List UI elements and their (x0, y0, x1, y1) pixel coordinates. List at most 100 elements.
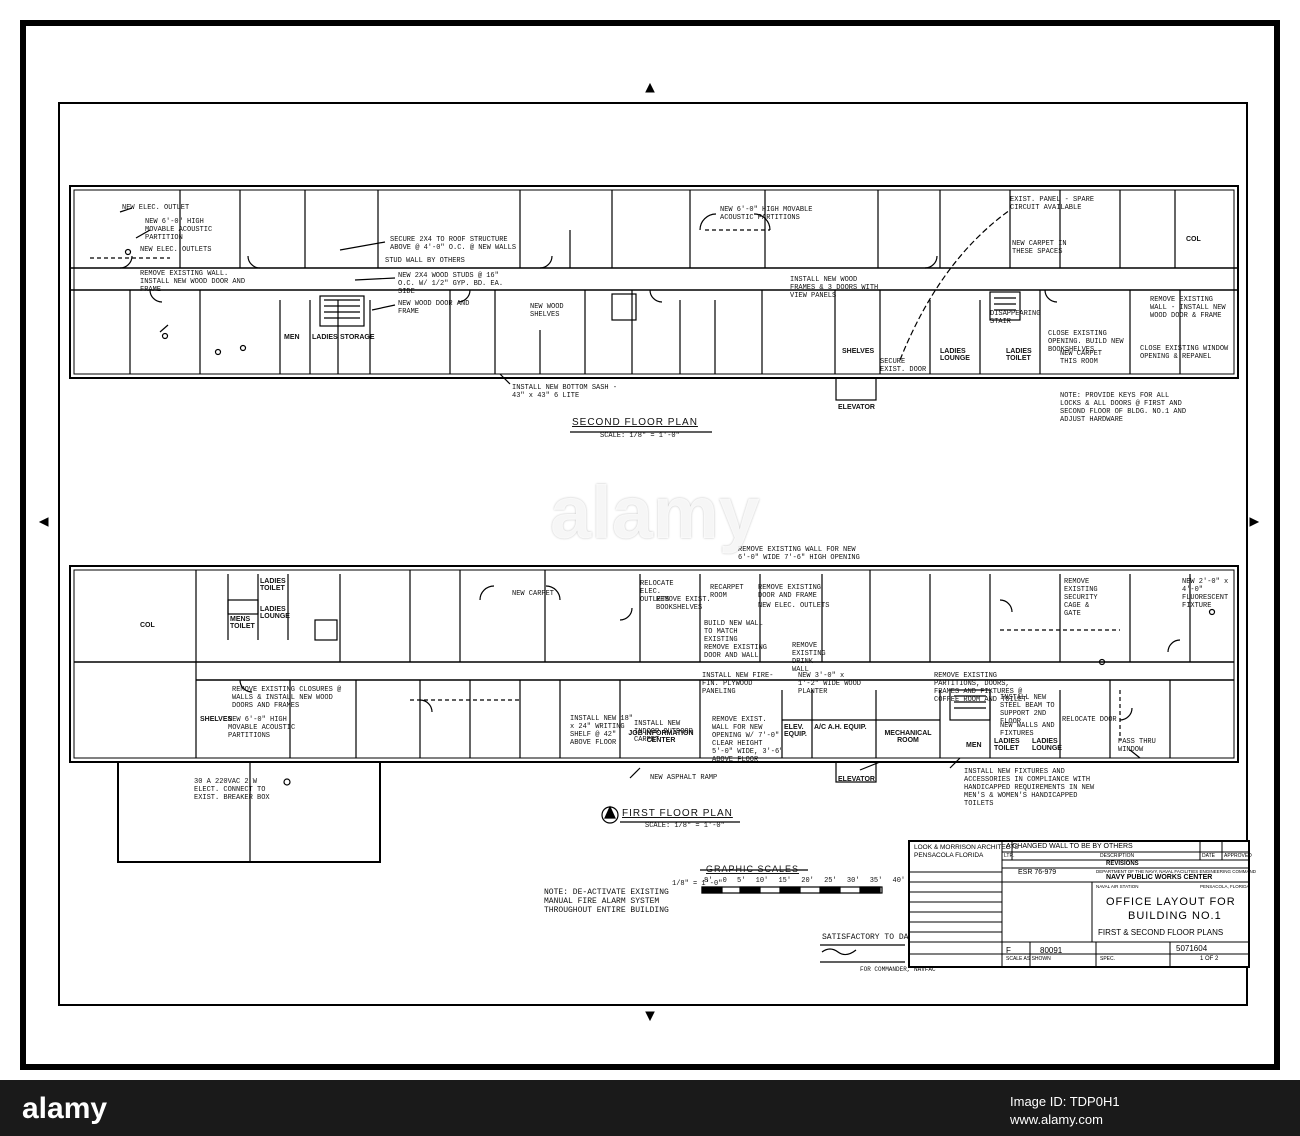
location-label: PENSACOLA, FLORIDA (1200, 884, 1250, 889)
ff-room-ac-equip: A/C A.H. EQUIP. (814, 724, 867, 731)
site-url[interactable]: www.alamy.com (1010, 1112, 1103, 1127)
spec-label: SPEC. (1100, 956, 1116, 962)
sheet-label: 1 OF 2 (1200, 956, 1219, 962)
ff-note-fluorescent: NEW 2'-0" x 4'-0" FLUORESCENT FIXTURE (1182, 578, 1229, 610)
scale-tick: 25' (824, 877, 837, 885)
for-commander-label: FOR COMMANDER, NAVFAC (860, 966, 936, 973)
ff-note-partitions: REMOVE EXISTING PARTITIONS, DOORS, FRAME… (934, 672, 1027, 704)
graphic-scales-title: GRAPHIC SCALES (706, 864, 800, 874)
station-label: NAVAL AIR STATION (1096, 884, 1139, 889)
drawing-title-3: FIRST & SECOND FLOOR PLANS (1098, 928, 1224, 937)
scale-tick: 5' (737, 877, 746, 885)
code-ident: 80091 (1040, 946, 1063, 955)
sf-note-stud-wall: STUD WALL BY OTHERS (385, 257, 465, 265)
ff-note-writing-shelf: INSTALL NEW 18" x 24" WRITING SHELF @ 42… (570, 715, 634, 747)
esr-label: ESR 76-979 (1018, 869, 1057, 876)
graphic-scale-ticks: 8' 0 5' 10' 15' 20' 25' 30' 35' 40' (704, 877, 905, 885)
description-label: DESCRIPTION (1100, 853, 1135, 859)
ff-room-col: COL (140, 622, 155, 629)
sf-note-shelves: NEW WOOD SHELVES (530, 303, 564, 319)
scale-tick: 40' (892, 877, 906, 885)
graphic-scale-ratio: 1/8" = 1'-0" (672, 880, 723, 888)
sf-room-men: MEN (284, 334, 300, 341)
agency-label: NAVY PUBLIC WORKS CENTER (1106, 874, 1213, 881)
title-block-grid (910, 842, 1248, 966)
sf-room-shelves: SHELVES (842, 348, 875, 355)
ff-note-drink-wall: REMOVE EXISTING DRINK WALL (792, 642, 826, 674)
sf-note-stair: DISAPPEARING STAIR (990, 310, 1041, 326)
ff-note-outlets: NEW ELEC. OUTLETS (758, 602, 830, 610)
ff-room-elevator: ELEVATOR (838, 776, 875, 783)
sf-room-ladies-lounge: LADIES LOUNGE (940, 348, 970, 362)
sf-note-bottom-sash: INSTALL NEW BOTTOM SASH - 43" x 43" 6 LI… (512, 384, 618, 400)
first-floor-title: FIRST FLOOR PLAN (622, 808, 733, 819)
ff-note-steel-beam: INSTALL NEW STEEL BEAM TO SUPPORT 2ND FL… (1000, 694, 1055, 726)
title-block: A CHANGED WALL TO BE BY OTHERS LTR. DESC… (908, 840, 1256, 968)
ff-note-indoor-carpet: INSTALL NEW INDOOR OUTDOOR CARPET (634, 720, 693, 744)
sf-note-acoustic: NEW 6'-0" HIGH MOVABLE ACOUSTIC PARTITIO… (145, 218, 213, 242)
revision-row: A CHANGED WALL TO BE BY OTHERS (1006, 843, 1133, 850)
size-label: F (1006, 946, 1011, 955)
architect-city: PENSACOLA FLORIDA (914, 852, 984, 859)
sf-note-secure: SECURE 2X4 TO ROOF STRUCTURE ABOVE @ 4'-… (390, 236, 517, 252)
ff-note-recarpet: RECARPET ROOM (710, 584, 744, 600)
bottom-bar (0, 1080, 1300, 1136)
ff-note-relocate-door: RELOCATE DOOR (1062, 716, 1117, 724)
ff-room-ladies-toilet-2: LADIES TOILET (994, 738, 1020, 752)
ff-note-security-cage: REMOVE EXISTING SECURITY CAGE & GATE (1064, 578, 1098, 618)
alamy-watermark: alamy (550, 471, 760, 554)
first-floor-scale: SCALE: 1/8" = 1'-0" (645, 822, 725, 830)
sf-note-studs: NEW 2X4 WOOD STUDS @ 16" O.C. W/ 1/2" GY… (398, 272, 504, 296)
ff-note-relocate: RELOCATE ELEC. OUTLETS (640, 580, 674, 604)
ff-room-elev-equip: ELEV. EQUIP. (784, 724, 807, 738)
revisions-label: REVISIONS (1106, 861, 1139, 867)
ff-room-mechanical: MECHANICAL ROOM (884, 730, 932, 744)
sf-note-remove-wall: REMOVE EXISTING WALL. INSTALL NEW WOOD D… (140, 270, 246, 294)
sf-note-elec-outlet: NEW ELEC. OUTLET (122, 204, 190, 212)
alamy-logo[interactable]: alamy (22, 1092, 108, 1125)
navfac-drawing-no: 5071604 (1176, 944, 1208, 953)
scale-tick: 0 (722, 877, 727, 885)
drawing-title-2: BUILDING NO.1 (1128, 910, 1222, 922)
scale-tick: 35' (869, 877, 883, 885)
scale-tick: 10' (755, 877, 769, 885)
drawing-title-1: OFFICE LAYOUT FOR (1106, 896, 1236, 908)
sf-room-col: COL (1186, 236, 1201, 243)
satisfactory-label: SATISFACTORY TO DATE (822, 933, 919, 942)
scale-tick: 30' (846, 877, 860, 885)
sf-room-elevator: ELEVATOR (838, 404, 875, 411)
general-note: NOTE: DE-ACTIVATE EXISTING MANUAL FIRE A… (544, 888, 669, 915)
ff-note-breaker: 30 A 220VAC 2 W ELECT. CONNECT TO EXIST.… (194, 778, 270, 802)
scale-tick: 15' (778, 877, 792, 885)
sf-note-outlets: NEW ELEC. OUTLETS (140, 246, 212, 254)
dept-label: DEPARTMENT OF THE NAVY, NAVAL FACILITIES… (1096, 869, 1256, 874)
ff-note-asphalt-ramp: NEW ASPHALT RAMP (650, 774, 718, 782)
date-label: DATE (1202, 853, 1215, 859)
ff-room-mens-toilet: MENS TOILET (230, 616, 255, 630)
inner-border (58, 102, 1248, 1006)
scale-label: SCALE AS SHOWN (1006, 956, 1051, 962)
second-floor-title: SECOND FLOOR PLAN (572, 417, 698, 428)
sf-room-ladies-toilet: LADIES TOILET (1006, 348, 1032, 362)
first-floor-plan (69, 565, 1239, 863)
image-id: Image ID: TDP0H1 (1010, 1094, 1120, 1109)
ff-note-bookshelves: REMOVE EXIST. BOOKSHELVES (656, 596, 711, 612)
sf-note-close-window: CLOSE EXISTING WINDOW OPENING & REPANEL (1140, 345, 1229, 361)
ff-room-men: MEN (966, 742, 982, 749)
second-floor-scale: SCALE: 1/8" = 1'-0" (600, 432, 680, 440)
sf-note-carpet-room: NEW CARPET THIS ROOM (1060, 350, 1103, 366)
second-floor-plan (69, 185, 1239, 379)
ff-note-remove-door: REMOVE EXISTING DOOR AND FRAME (758, 584, 822, 600)
ff-note-remove-wall: REMOVE EXISTING WALL FOR NEW 6'-0" WIDE … (738, 546, 860, 562)
ff-room-ladies-toilet: LADIES TOILET (260, 578, 286, 592)
scale-tick: 8' (704, 877, 713, 885)
sf-room-ladies: LADIES (312, 334, 338, 341)
ff-note-closures: REMOVE EXISTING CLOSURES @ WALLS & INSTA… (232, 686, 342, 710)
ltr-label: LTR. (1004, 853, 1015, 859)
sf-note-acoustic-2: NEW 6'-0" HIGH MOVABLE ACOUSTIC PARTITIO… (720, 206, 813, 222)
ff-note-pass-thru: PASS THRU WINDOW (1118, 738, 1156, 754)
ff-note-walls-fixtures: NEW WALLS AND FIXTURES (1000, 722, 1055, 738)
ff-note-door-wall: REMOVE EXISTING DOOR AND WALL (704, 644, 768, 660)
